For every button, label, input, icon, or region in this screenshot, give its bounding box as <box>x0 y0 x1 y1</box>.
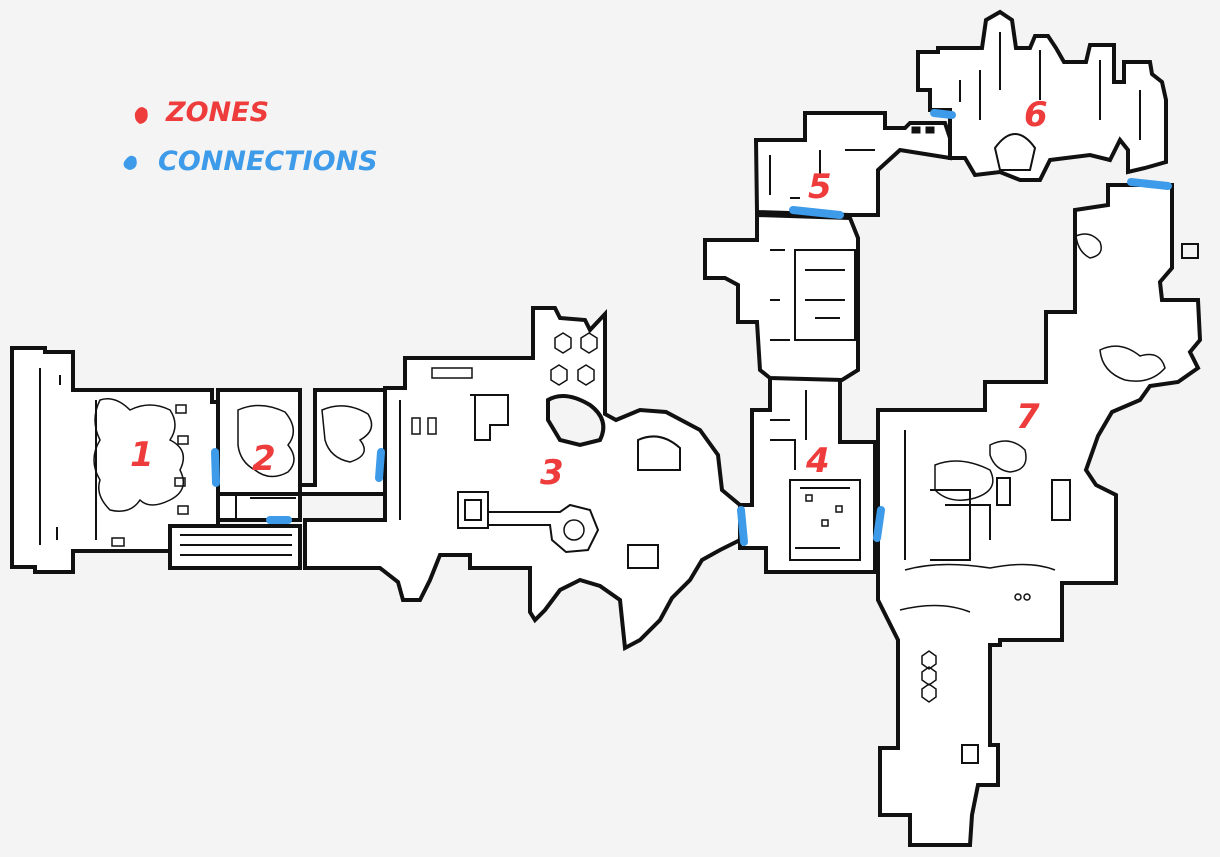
zone-label-7: 7 <box>1016 397 1040 437</box>
zone-7-pillars <box>921 650 937 703</box>
connection-2-3 <box>375 448 385 482</box>
connection-3-4 <box>737 506 748 546</box>
zone-3-area <box>303 306 742 652</box>
zone-1-rubble <box>93 398 185 512</box>
connection-4-5 <box>789 206 844 219</box>
zone-label-5: 5 <box>808 167 832 207</box>
connections-legend-marker <box>123 155 137 170</box>
connection-6-7 <box>1127 178 1172 190</box>
zone-label-2: 2 <box>252 439 276 479</box>
zone-3-outline <box>303 306 742 652</box>
zone-label-3: 3 <box>540 453 564 493</box>
zone-4-outline <box>738 376 877 574</box>
connection-1-2 <box>211 448 220 487</box>
zones-legend-label: ZONES <box>165 97 269 128</box>
zone-3-pillars <box>550 332 598 386</box>
zone-7-outline <box>876 183 1203 847</box>
zone-6-outline <box>916 9 1168 182</box>
zone-7-area <box>876 183 1203 847</box>
zone-2-area <box>168 388 387 570</box>
connection-markers <box>211 109 1172 546</box>
zone-5-area <box>703 111 952 383</box>
zone-labels: 1 2 3 4 5 6 7 <box>130 95 1048 493</box>
zone-6-area <box>911 9 1168 182</box>
zone-label-4: 4 <box>805 441 830 481</box>
zones-legend-marker <box>134 107 148 124</box>
map-legend: ZONES CONNECTIONS <box>123 97 378 177</box>
connection-5-6 <box>930 109 956 119</box>
zone-5-outline <box>753 111 952 217</box>
zone-label-1: 1 <box>130 435 154 475</box>
connection-4-7 <box>873 506 885 542</box>
zone-label-6: 6 <box>1024 95 1048 135</box>
connections-legend-label: CONNECTIONS <box>158 146 378 177</box>
zone-4-area <box>738 376 877 574</box>
